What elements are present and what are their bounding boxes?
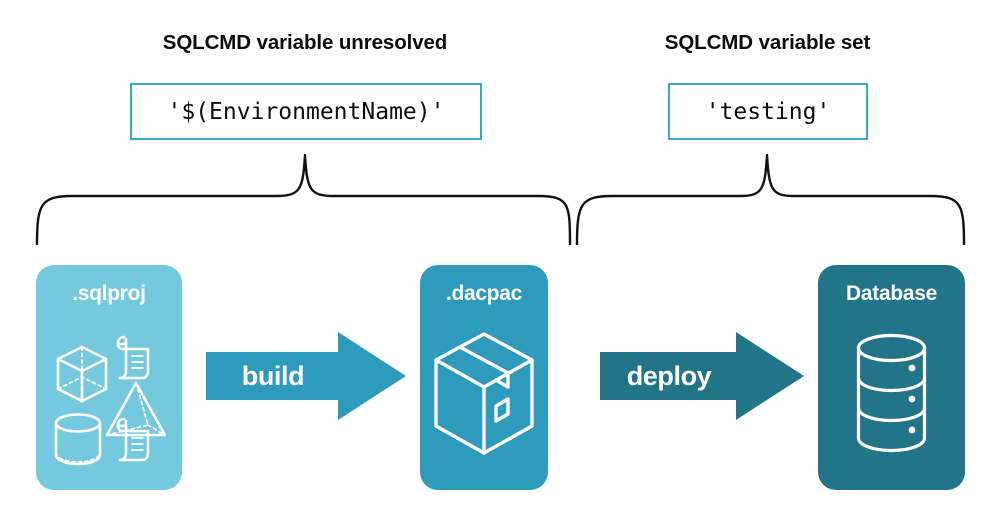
cube-icon [56,345,108,403]
cylinder-icon [54,413,102,466]
stage-dacpac-artwork [434,332,534,455]
annotation-heading-left: SQLCMD variable unresolved [162,31,448,54]
package-box-icon [434,332,534,455]
brace-group [35,153,966,245]
stage-sqlproj-artwork [54,335,167,466]
arrow-build-label: build [241,360,305,391]
sqlcmd-variable-unresolved-value-box: '$(EnvironmentName)' [130,83,482,140]
pyramid-icon [105,381,167,437]
brace-left-icon [35,153,572,245]
database-cylinder-icon [856,333,927,453]
stage-sqlproj: .sqlproj [36,265,182,490]
scroll-icon [116,335,150,380]
arrow-deploy-shape [600,332,804,420]
annotation-heading-right: SQLCMD variable set [664,31,871,54]
stage-dacpac: .dacpac [420,265,548,490]
stage-database: Database [818,265,965,490]
arrow-deploy-label: deploy [626,360,712,391]
arrow-build: build [206,332,406,420]
arrow-build-shape [206,332,406,420]
stage-sqlproj-label: .sqlproj [72,282,146,305]
scroll-icon [116,417,150,462]
sqlcmd-variable-set-value-box: 'testing' [668,83,868,140]
sqlcmd-variable-set-value: 'testing' [705,98,831,125]
stage-database-label: Database [846,282,937,305]
stage-dacpac-label: .dacpac [445,282,523,305]
sqlcmd-variable-unresolved-value: '$(EnvironmentName)' [167,98,445,125]
arrow-deploy: deploy [600,332,804,420]
stage-database-artwork [856,333,927,453]
brace-right-icon [575,153,966,245]
